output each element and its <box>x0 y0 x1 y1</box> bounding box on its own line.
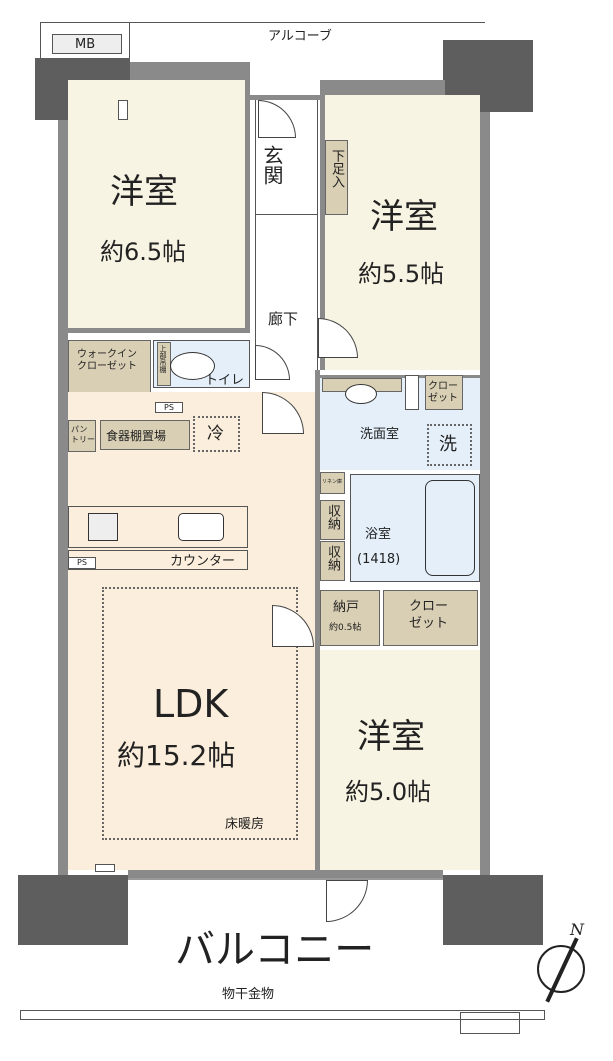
wic-label: ウォークイン クローゼット <box>77 349 137 372</box>
cupboard-label: 食器棚置場 <box>106 429 167 443</box>
room-size: 約6.5帖 <box>100 238 187 266</box>
ps-box <box>95 864 115 872</box>
toilet-shelf: 上部吊棚 <box>157 342 171 386</box>
wall-right <box>480 90 490 877</box>
balcony-door[interactable] <box>326 880 368 922</box>
storeroom-label: 納戸 <box>333 600 360 615</box>
compass-north-label: N <box>570 920 584 939</box>
ps-box: PS <box>68 557 96 569</box>
compass-icon <box>537 945 585 993</box>
ldk-name: LDK <box>153 682 229 726</box>
mb-label: MB <box>75 37 96 52</box>
room-size: 約5.5帖 <box>358 260 445 288</box>
wall-top-2 <box>320 80 445 95</box>
closet-label: クロー ゼット <box>409 599 449 631</box>
cupboard-space: 食器棚置場 <box>100 420 190 450</box>
bathtub-icon <box>425 480 475 576</box>
alcove-line <box>130 22 485 23</box>
washer-label: 洗 <box>439 434 457 455</box>
room-western-5-0 <box>320 650 480 870</box>
closet-western-5-0: クロー ゼット <box>383 590 478 646</box>
fridge-space: 冷 <box>193 416 240 452</box>
shoe-box-label: 下足入 <box>329 149 344 188</box>
pantry: パン トリー <box>68 420 96 452</box>
room-name: 洋室 <box>110 172 178 212</box>
floor-heating-area <box>102 587 298 840</box>
ps-box <box>118 100 128 120</box>
storage-1: 収納 <box>320 500 345 540</box>
fridge-label: 冷 <box>207 424 224 444</box>
wall-mid <box>315 370 320 870</box>
entrance-label: 玄関 <box>260 145 284 185</box>
room-name: 洋室 <box>357 717 425 757</box>
room-name: 洋室 <box>370 197 438 237</box>
stove-icon <box>88 513 118 541</box>
linen-label: リネン庫 <box>322 479 343 485</box>
washroom-label: 洗面室 <box>360 427 400 442</box>
shoe-box: 下足入 <box>325 140 348 215</box>
bath-size: (1418) <box>357 552 401 567</box>
linen-closet: リネン庫 <box>320 472 345 494</box>
balcony-railing <box>20 1010 545 1020</box>
ps-box: PS <box>155 402 183 413</box>
storage-label: 収納 <box>325 545 340 571</box>
floor-heating-label: 床暖房 <box>225 817 265 832</box>
washroom-closet: クロー ゼット <box>425 375 463 410</box>
room-size: 約5.0帖 <box>345 778 432 806</box>
drain-units <box>460 1012 520 1034</box>
storeroom-size: 約0.5帖 <box>329 623 362 633</box>
bathroom <box>350 474 480 582</box>
column-bottom-left <box>18 875 128 945</box>
mb-box: MB <box>52 34 122 54</box>
entrance-wall <box>250 95 320 100</box>
toilet-shelf-label: 上部吊棚 <box>159 345 167 373</box>
storage-label: 収納 <box>325 504 340 530</box>
toilet-label: トイレ <box>205 373 245 388</box>
ps-label: PS <box>77 558 87 567</box>
balcony-label: バルコニー <box>175 927 375 973</box>
storeroom: 納戸 約0.5帖 <box>320 590 380 646</box>
alcove-label: アルコーブ <box>268 29 332 44</box>
room-western-6-5 <box>68 80 250 333</box>
pantry-label: パン トリー <box>71 425 95 444</box>
ldk-size: 約15.2帖 <box>117 739 236 772</box>
bath-label: 浴室 <box>365 527 392 542</box>
ps-label: PS <box>164 403 174 412</box>
wall-top-1 <box>130 62 250 80</box>
hallway-label: 廊下 <box>268 310 299 328</box>
storage-2: 収納 <box>320 541 345 581</box>
column-bottom-right <box>443 875 543 945</box>
wall-left <box>58 62 68 877</box>
window-sash <box>128 878 443 880</box>
clothes-hanger-label: 物干金物 <box>222 987 275 1002</box>
wash-basin-icon <box>345 384 377 404</box>
entrance-hallway <box>255 95 318 380</box>
washer-space: 洗 <box>427 424 472 466</box>
ps-box <box>405 375 419 410</box>
sink-icon <box>178 513 224 541</box>
counter-label: カウンター <box>170 554 236 569</box>
entrance-step <box>255 214 318 215</box>
wall-bottom <box>128 870 443 878</box>
toilet-icon <box>170 352 215 380</box>
closet-label: クロー ゼット <box>428 381 458 404</box>
